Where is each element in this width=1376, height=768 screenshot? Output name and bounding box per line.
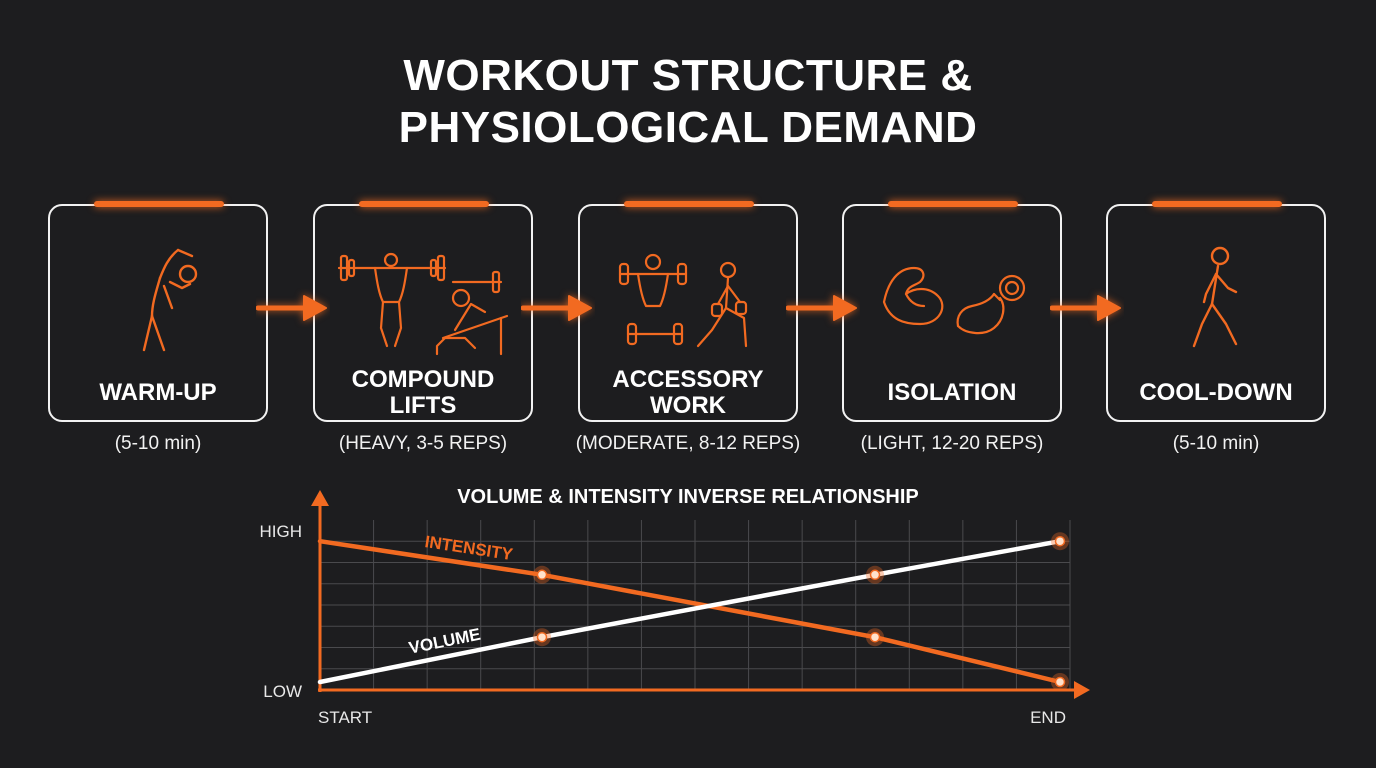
x-tick-end: END <box>1030 708 1066 727</box>
stage-label: COMPOUND LIFTS <box>351 366 495 419</box>
stage-card-isolation: ISOLATION <box>842 201 1062 422</box>
stage-card-compound-lifts: COMPOUND LIFTS <box>313 201 533 422</box>
dumbbell-lunge-icon <box>618 253 748 348</box>
flow-arrow-icon <box>256 295 327 321</box>
chart-axes <box>311 490 1090 699</box>
series-label-volume: VOLUME <box>407 625 482 658</box>
stage-label: COOL-DOWN <box>1139 379 1293 406</box>
walking-figure-icon <box>1192 246 1238 348</box>
stage-detail-cool-down: (5-10 min) <box>1172 433 1260 454</box>
data-point-glow <box>1051 673 1069 691</box>
data-point-intensity <box>869 631 881 643</box>
stage-label: ISOLATION <box>887 379 1017 406</box>
chart-series <box>317 532 1069 691</box>
stage-detail-accessory-work: (MODERATE, 8-12 REPS) <box>575 433 801 454</box>
data-point-glow <box>866 628 884 647</box>
page-title: WORKOUT STRUCTURE & PHYSIOLOGICAL DEMAND <box>0 50 1376 154</box>
y-tick-high: HIGH <box>260 522 303 541</box>
stage-detail-isolation: (LIGHT, 12-20 REPS) <box>860 433 1044 454</box>
chart-grid <box>320 520 1071 690</box>
data-point-volume <box>536 631 548 643</box>
x-axis-arrow-icon <box>1074 681 1090 699</box>
accent-bar <box>1152 201 1282 207</box>
series-line-intensity <box>317 538 1063 685</box>
flow-arrow-icon <box>1050 295 1121 321</box>
series-label-intensity: INTENSITY <box>424 532 515 564</box>
stage-card-accessory-work: ACCESSORY WORK <box>578 201 798 422</box>
stage-card-cool-down: COOL-DOWN <box>1106 201 1326 422</box>
stage-detail-warm-up: (5-10 min) <box>114 433 202 454</box>
stage-detail-compound-lifts: (HEAVY, 3-5 REPS) <box>338 433 508 454</box>
stretching-figure-icon <box>142 248 198 352</box>
title-line-2: PHYSIOLOGICAL DEMAND <box>398 103 978 152</box>
x-tick-start: START <box>318 708 372 727</box>
y-tick-low: LOW <box>263 682 302 701</box>
data-point-intensity <box>1054 676 1066 688</box>
data-point-intensity <box>536 569 548 581</box>
data-point-volume <box>869 569 881 581</box>
data-point-glow <box>533 565 551 584</box>
flow-arrow-icon <box>786 295 857 321</box>
data-point-volume <box>1054 535 1066 547</box>
series-line-volume <box>317 538 1063 685</box>
stage-card-warm-up: WARM-UP <box>48 201 268 422</box>
stage-label: WARM-UP <box>99 379 217 406</box>
chart-title: VOLUME & INTENSITY INVERSE RELATIONSHIP <box>457 486 919 508</box>
accent-bar <box>888 201 1018 207</box>
data-point-glow <box>533 628 551 647</box>
accent-bar <box>94 201 224 207</box>
data-point-glow <box>1051 532 1069 551</box>
accent-bar <box>359 201 489 207</box>
stage-label: ACCESSORY WORK <box>612 366 764 419</box>
title-line-1: WORKOUT STRUCTURE & <box>403 51 973 100</box>
accent-bar <box>624 201 754 207</box>
barbell-squat-bench-icon <box>337 252 509 356</box>
flow-arrow-icon <box>521 295 592 321</box>
bicep-curl-icon <box>882 266 1026 335</box>
data-point-glow <box>866 565 884 584</box>
